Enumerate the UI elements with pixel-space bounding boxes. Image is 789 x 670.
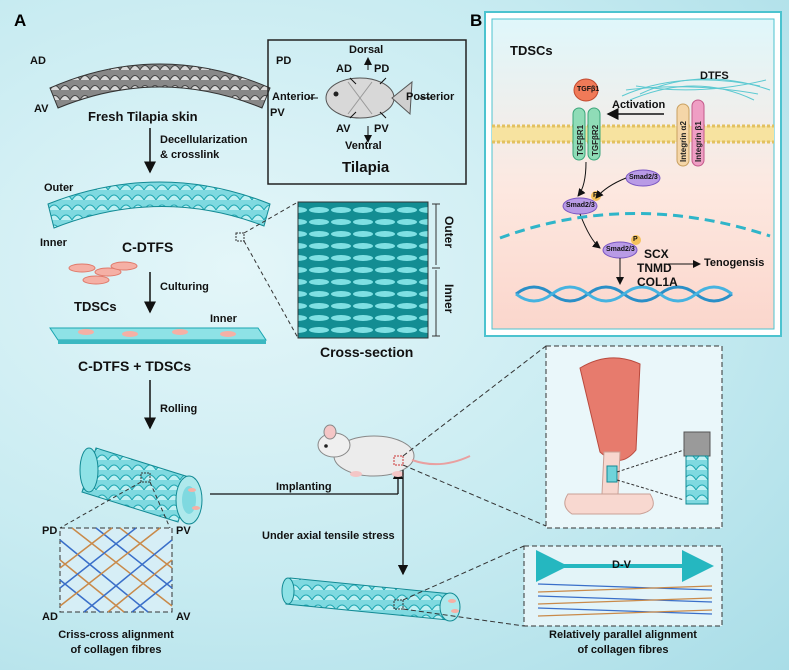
phospho-graphic-2 xyxy=(631,235,641,245)
skin-corner-av: AV xyxy=(34,103,49,115)
gene-col1a: COL1A xyxy=(637,275,678,289)
receptor-integrin-b1: Integrin β1 xyxy=(694,121,703,162)
fresh-skin-label: Fresh Tilapia skin xyxy=(88,109,198,124)
tgfb1-label: TGFβ1 xyxy=(577,86,600,93)
panel-b-title: TDSCs xyxy=(510,43,553,58)
phospho-label-1: P xyxy=(593,192,598,199)
gene-tnmd: TNMD xyxy=(637,261,672,275)
tdscs-label: TDSCs xyxy=(74,299,117,314)
smad-label-1: Smad2/3 xyxy=(629,174,658,181)
tdsc-cells-graphic xyxy=(68,261,138,285)
leg-tendon-graphic xyxy=(564,357,711,515)
inner-label: Inner xyxy=(40,237,67,249)
skin-corner-ad: AD xyxy=(30,55,46,67)
criss-corner-pd: PD xyxy=(42,525,58,537)
cdtfs-label: C-DTFS xyxy=(122,239,174,255)
dtfs-label: DTFS xyxy=(700,70,729,82)
culturing-label: Culturing xyxy=(160,281,209,293)
receptor-tgfbr1: TGFβR1 xyxy=(576,124,585,156)
parallel-caption-line1: Relatively parallel alignment xyxy=(549,629,697,641)
cross-section-graphic xyxy=(297,201,429,339)
fish-pv: PV xyxy=(374,123,389,135)
integrin-receptors-graphic xyxy=(676,99,705,167)
rolling-label: Rolling xyxy=(160,403,198,415)
mouse-graphic xyxy=(317,424,471,477)
cdtfs-arc-graphic xyxy=(47,181,271,229)
fish-title: Tilapia xyxy=(342,159,390,176)
criss-caption-line1: Criss-cross alignment xyxy=(58,629,174,641)
fish-anterior: Anterior xyxy=(272,91,315,103)
gene-scx: SCX xyxy=(644,247,669,261)
dv-label: D-V xyxy=(612,559,631,571)
stretched-tube-graphic xyxy=(281,577,461,622)
cross-inner-label: Inner xyxy=(442,284,456,314)
dna-graphic xyxy=(515,285,733,303)
parallel-fibres-graphic xyxy=(537,583,713,617)
cdtfs-tdscs-label: C-DTFS + TDSCs xyxy=(78,358,192,374)
fish-dorsal: Dorsal xyxy=(349,44,384,56)
criss-corner-pv: PV xyxy=(176,525,191,537)
receptor-integrin-a2: Integrin α2 xyxy=(679,121,688,162)
cross-outer-label: Outer xyxy=(442,216,456,249)
tgfbr-receptors-graphic xyxy=(572,78,601,161)
fish-pd: PD xyxy=(374,63,390,75)
rolled-tube-graphic xyxy=(79,447,203,525)
cross-section-label: Cross-section xyxy=(320,344,414,360)
phospho-label-2: P xyxy=(633,236,638,243)
criss-corner-ad: AD xyxy=(42,611,58,623)
implanting-label: Implanting xyxy=(276,481,332,493)
outer-label: Outer xyxy=(44,182,74,194)
fish-ad: AD xyxy=(336,63,352,75)
criss-cross-fibres-graphic xyxy=(59,527,173,613)
skin-corner-pd: PD xyxy=(276,55,292,67)
tilapia-fish-graphic xyxy=(325,77,413,119)
fish-posterior: Posterior xyxy=(406,91,455,103)
criss-corner-av: AV xyxy=(176,611,191,623)
nuclear-membrane-graphic xyxy=(499,212,771,240)
tenogenesis-label: Tenogensis xyxy=(704,257,765,269)
activation-label: Activation xyxy=(612,99,666,111)
step-decell-line1: Decellularization xyxy=(160,134,248,146)
parallel-caption-line2: of collagen fibres xyxy=(577,644,669,656)
step-decell-line2: & crosslink xyxy=(160,149,220,161)
skin-corner-pv: PV xyxy=(270,107,285,119)
fish-av: AV xyxy=(336,123,351,135)
smad-label-3: Smad2/3 xyxy=(606,246,635,253)
panel-b-label: B xyxy=(470,11,483,30)
smad-label-2: Smad2/3 xyxy=(566,202,595,209)
under-stress-label: Under axial tensile stress xyxy=(262,530,395,542)
dtfs-fibres-graphic xyxy=(621,78,771,101)
receptor-tgfbr2: TGFβR2 xyxy=(591,124,600,156)
criss-caption-line2: of collagen fibres xyxy=(70,644,162,656)
fresh-skin-graphic xyxy=(49,63,271,109)
cdtfs-tdscs-sheet-graphic xyxy=(49,327,267,344)
fish-ventral: Ventral xyxy=(345,140,382,152)
panel-a-label: A xyxy=(14,11,27,30)
inner-label-2: Inner xyxy=(210,313,237,325)
cell-membrane-graphic xyxy=(492,124,774,144)
